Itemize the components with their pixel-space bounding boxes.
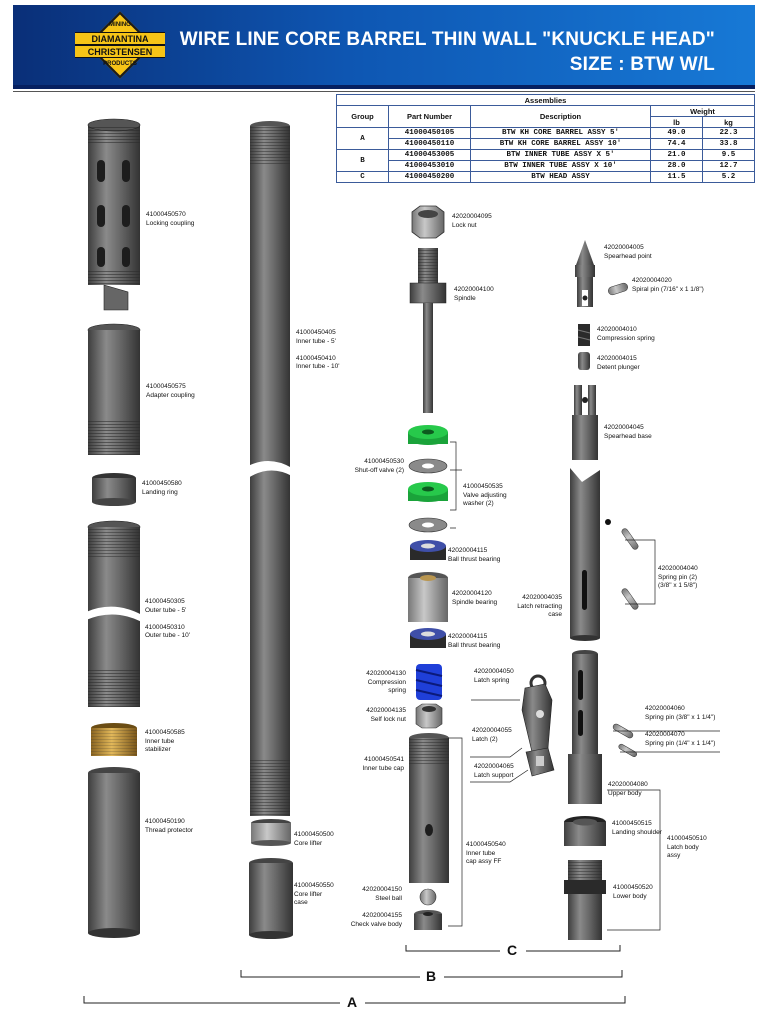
label-spring-pin-a: 42020004060 Spring pin (3/8" x 1 1/4")	[645, 705, 716, 721]
spearhead-point-drawing	[575, 240, 595, 307]
label-latch-retracting-case: 42020004035 Latch retracting case	[517, 594, 562, 618]
header-divider	[13, 91, 755, 92]
leader-lines	[448, 441, 720, 931]
adapter-coupling-drawing	[87, 323, 141, 455]
label-upper-body: 42020004080 Upper body	[608, 781, 648, 797]
spring-pins-small-drawing	[612, 723, 637, 757]
table-row: B 41000453005 BTW INNER TUBE ASSY X 5' 2…	[336, 149, 755, 172]
title-line-1: WIRE LINE CORE BARREL THIN WALL "KNUCKLE…	[179, 29, 715, 50]
lock-nut-drawing	[411, 205, 445, 239]
lower-body-drawing	[564, 860, 606, 940]
label-latch-support: 42020004065 Latch support	[474, 763, 514, 779]
label-inner-tube-stabilizer: 41000450585 Inner tube stabilizer	[145, 729, 185, 753]
logo-bottom-text: PRODUCTS	[103, 61, 137, 67]
label-adapter-coupling: 41000450575 Adapter coupling	[146, 383, 195, 399]
label-spring-pin-b: 42020004070 Spring pin (1/4" x 1 1/4")	[645, 731, 716, 747]
bracket-label-a: A	[347, 994, 358, 1010]
label-steel-ball: 42020004150 Steel ball	[362, 886, 402, 902]
bracket-label-b: B	[426, 968, 437, 984]
cell-kg: 5.2	[702, 171, 755, 183]
label-inner-tube-cap: 41000450541 Inner tube cap	[362, 756, 404, 772]
logo-top-text: MINING	[109, 22, 131, 28]
outer-tube-drawing	[86, 520, 142, 707]
landing-ring-drawing	[92, 473, 136, 506]
assembly-brackets	[83, 945, 626, 1004]
label-compression-spring-b: 42020004130 Compression spring	[366, 670, 406, 694]
label-ball-thrust-bearing-1: 42020004115 Ball thrust bearing	[448, 547, 501, 563]
label-latch-body-assy: 41000450510 Latch body assy	[667, 835, 707, 859]
label-latch: 42020004055 Latch (2)	[472, 727, 512, 743]
assemblies-table: Assemblies Group Part Number Description…	[336, 94, 755, 183]
label-ball-thrust-bearing-2: 42020004115 Ball thrust bearing	[448, 633, 501, 649]
latch-drawing	[521, 683, 553, 753]
company-logo: MINING DIAMANTINA CHRISTENSEN PRODUCTS	[75, 11, 165, 79]
label-core-lifter-case: 41000450550 Core lifter case	[294, 882, 334, 906]
cell-desc: BTW HEAD ASSY	[470, 171, 651, 183]
label-landing-shoulder: 41000450515 Landing shoulder	[612, 820, 662, 836]
label-landing-ring: 41000450580 Landing ring	[142, 480, 182, 496]
spindle-bearing-drawing	[408, 572, 448, 622]
core-lifter-drawing	[251, 819, 291, 846]
spindle-drawing	[409, 248, 447, 413]
label-spiral-pin: 42020004020 Spiral pin (7/16" x 1 1/8")	[632, 277, 704, 293]
thread-protector-drawing	[88, 767, 140, 938]
landing-shoulder-drawing	[564, 816, 606, 846]
label-spindle: 42020004100 Spindle	[454, 286, 494, 302]
compression-spring-drawing	[415, 664, 443, 700]
check-valve-body-drawing	[414, 910, 442, 930]
inner-tube-stabilizer-drawing	[91, 723, 137, 756]
core-lifter-case-drawing	[249, 858, 293, 939]
upper-body-drawing	[568, 650, 602, 804]
label-self-lock-nut: 42020004135 Self lock nut	[366, 707, 406, 723]
logo-line-1: DIAMANTINA	[75, 32, 165, 45]
inner-tube-drawing	[248, 121, 292, 816]
valve-washer-drawing	[408, 458, 448, 533]
label-outer-tube: 41000450305 Outer tube - 5' 41000450310 …	[145, 598, 190, 639]
label-inner-tube-cap-assy: 41000450540 Inner tube cap assy FF	[466, 841, 506, 865]
compression-spring-c-drawing	[577, 324, 591, 346]
spiral-pin-drawing	[608, 282, 628, 296]
latch-retracting-case-drawing	[570, 468, 611, 641]
label-lock-nut: 42020004095 Lock nut	[452, 213, 492, 229]
label-spring-pin-2: 42020004040 Spring pin (2) (3/8" x 1 5/8…	[658, 565, 698, 589]
cell-group: C	[336, 171, 389, 183]
bracket-label-c: C	[507, 942, 518, 958]
shutoff-valve-drawing	[408, 425, 448, 502]
title-line-2: SIZE : BTW W/L	[569, 54, 715, 75]
label-spindle-bearing: 42020004120 Spindle bearing	[452, 590, 498, 606]
label-spearhead-point: 42020004005 Spearhead point	[604, 244, 652, 260]
label-core-lifter: 41000450500 Core lifter	[294, 831, 334, 847]
label-thread-protector: 41000450190 Thread protector	[145, 818, 194, 834]
label-valve-washer: 41000450535 Valve adjusting washer (2)	[463, 483, 507, 507]
banner-stripe	[13, 85, 755, 89]
page-title: WIRE LINE CORE BARREL THIN WALL "KNUCKLE…	[180, 27, 715, 77]
self-lock-nut-drawing	[415, 703, 443, 729]
label-check-valve-body: 42020004155 Check valve body	[350, 912, 402, 928]
detent-plunger-drawing	[578, 352, 590, 370]
ball-thrust-bearing-drawing	[410, 540, 446, 648]
table-row: 41000450110 BTW KH CORE BARREL ASSY 10' …	[337, 138, 755, 150]
table-row: 41000453010 BTW INNER TUBE ASSY X 10' 28…	[337, 160, 755, 172]
label-compression-spring-c: 42020004010 Compression spring	[597, 326, 655, 342]
table-row: C 41000450200 BTW HEAD ASSY 11.5 5.2	[336, 171, 755, 183]
label-shutoff-valve: 41000450530 Shut-off valve (2)	[354, 458, 404, 474]
label-latch-spring: 42020004050 Latch spring	[474, 668, 514, 684]
inner-tube-cap-drawing	[409, 733, 449, 883]
spearhead-base-drawing	[572, 385, 598, 460]
logo-line-2: CHRISTENSEN	[75, 45, 165, 58]
label-spearhead-base: 42020004045 Spearhead base	[604, 424, 652, 440]
cell-lb: 11.5	[650, 171, 703, 183]
label-inner-tube: 41000450405 Inner tube - 5' 41000450410 …	[296, 329, 340, 370]
steel-ball-drawing	[419, 888, 437, 906]
latch-support-drawing	[525, 747, 555, 777]
locking-coupling-drawing	[87, 118, 141, 311]
label-detent-plunger: 42020004015 Detent plunger	[597, 355, 640, 371]
label-lower-body: 41000450520 Lower body	[613, 884, 653, 900]
label-locking-coupling: 41000450570 Locking coupling	[146, 211, 195, 227]
